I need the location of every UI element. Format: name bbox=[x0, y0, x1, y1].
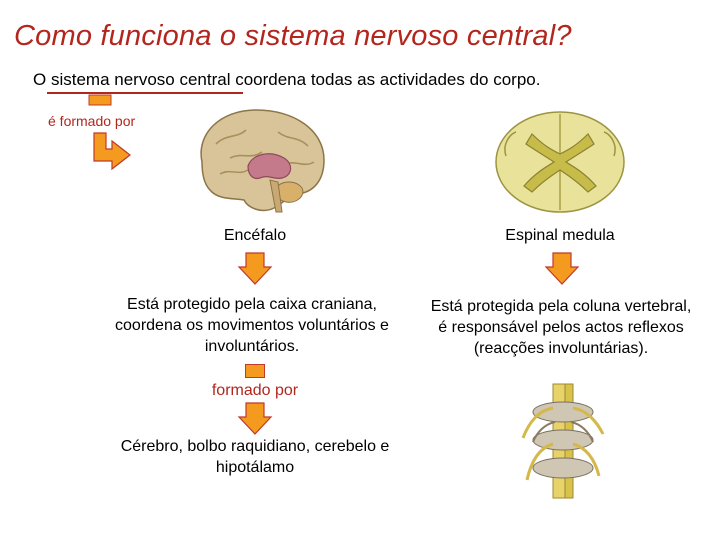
medula-label: Espinal medula bbox=[470, 225, 650, 246]
encefalo-description: Está protegido pela caixa craniana, coor… bbox=[92, 294, 412, 357]
encefalo-parts: Cérebro, bolbo raquidiano, cerebelo e hi… bbox=[120, 436, 390, 478]
spinal-cord-section-illustration bbox=[492, 104, 628, 214]
intro-highlight: sistema nervoso central bbox=[51, 70, 231, 89]
medula-description: Está protegida pela coluna vertebral, é … bbox=[430, 296, 692, 359]
intro-prefix: O bbox=[33, 70, 51, 89]
highlight-underline bbox=[47, 92, 243, 94]
arrow-down-icon bbox=[238, 402, 272, 436]
link-formed-by: é formado por bbox=[48, 113, 135, 129]
connector-bar bbox=[245, 364, 265, 378]
encefalo-label: Encéfalo bbox=[180, 225, 330, 246]
intro-suffix: coordena todas as actividades do corpo. bbox=[230, 70, 540, 89]
arrow-down-icon bbox=[238, 252, 272, 286]
encefalo-link: formado por bbox=[180, 382, 330, 400]
brain-illustration bbox=[190, 104, 330, 216]
arrow-down-icon bbox=[545, 252, 579, 286]
page-title: Como funciona o sistema nervoso central? bbox=[14, 20, 572, 53]
intro-sentence: O sistema nervoso central coordena todas… bbox=[33, 70, 540, 90]
spine-nerves-illustration bbox=[515, 382, 611, 500]
